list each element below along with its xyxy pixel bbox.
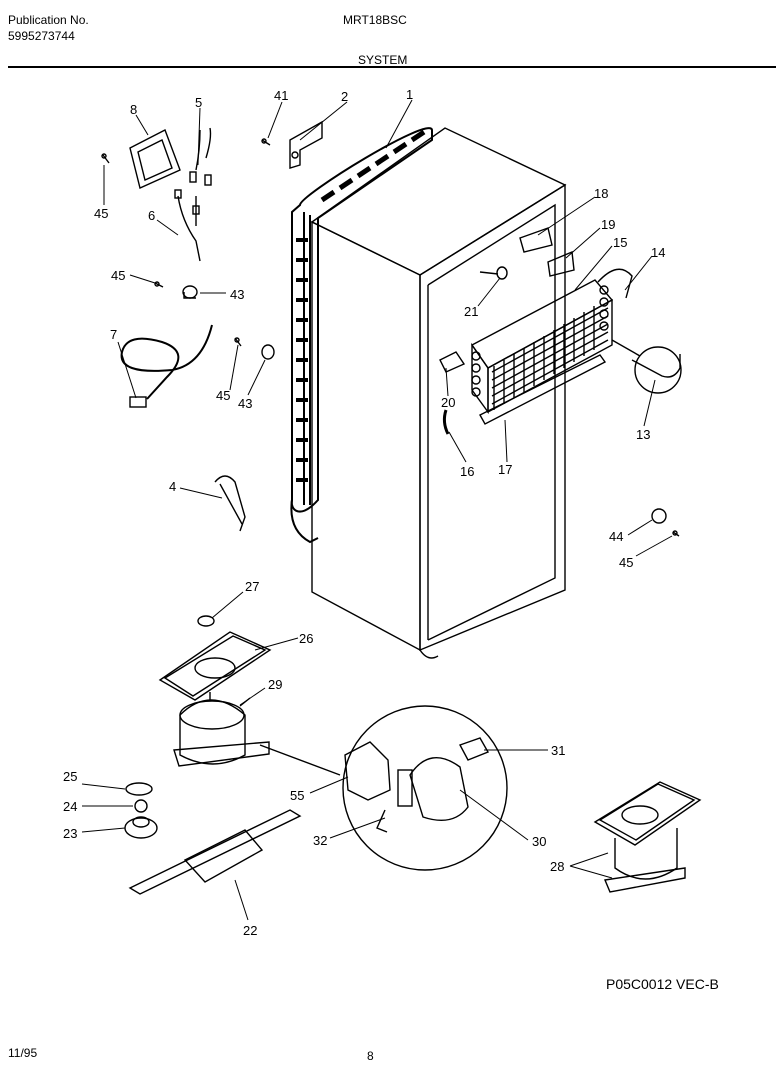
callout-27: 27 [245,579,260,594]
part-8-heater-panel [129,129,181,189]
part-20-thermostat [439,351,466,373]
part-7-power-cord [120,324,213,408]
part-5-wiring [189,127,212,186]
drain-trough [479,354,607,425]
callout-55: 55 [290,788,305,803]
callout-16: 16 [460,464,475,479]
callout-19: 19 [601,217,616,232]
part-4-tube [214,475,246,532]
callout-20: 20 [441,395,456,410]
section-title: SYSTEM [358,53,408,67]
callout-31: 31 [551,743,566,758]
condenser-coil [290,127,433,544]
callout-17: 17 [498,462,513,477]
defrost-heater-detail [634,346,682,394]
callout-30: 30 [532,834,547,849]
callout-25: 25 [63,769,78,784]
part-22-base-rail [128,809,302,895]
part-18-thermostat [519,227,553,253]
callout-45-d: 45 [619,555,634,570]
part-28-compressor-assembly [593,781,702,893]
callout-32: 32 [313,833,328,848]
part-27-grommet [197,615,215,627]
evaporator-coil [470,268,633,415]
publication-number: 5995273744 [8,29,75,43]
part-43-clip-b [261,344,275,360]
callout-18: 18 [594,186,609,201]
callout-45-a: 45 [94,206,109,221]
part-32-clip [376,809,388,833]
part-55-relay [344,741,391,801]
callout-26: 26 [299,631,314,646]
model-number: MRT18BSC [343,13,407,27]
screws [101,138,680,537]
cabinet [310,127,567,659]
part-2-bracket [289,120,323,169]
callout-4: 4 [169,479,177,494]
callout-29: 29 [268,677,283,692]
electrical-detail-circle [342,705,508,871]
part-26-drain-pan [158,631,272,701]
callout-8: 8 [130,102,138,117]
part-30-overload [397,757,469,821]
callout-43-a: 43 [230,287,245,302]
part-24-washer [134,799,148,813]
callout-24: 24 [63,799,78,814]
callout-23: 23 [63,826,78,841]
part-43-clip-a [182,285,198,299]
part-31-terminal-cover [458,737,490,761]
callout-13: 13 [636,427,651,442]
callout-41: 41 [274,88,289,103]
part-23-grommet [124,816,158,839]
part-25-grommet [125,782,153,796]
callout-21: 21 [464,304,479,319]
part-29-compressor [173,692,270,767]
part-19-bracket [547,250,575,277]
compressor-leader [259,744,341,776]
publication-label: Publication No. [8,13,89,27]
callout-5: 5 [195,95,203,110]
callout-2: 2 [341,89,349,104]
callout-44: 44 [609,529,624,544]
page-number: 8 [367,1049,374,1063]
callout-28: 28 [550,859,565,874]
part-44-clip [651,508,667,524]
drawing-code: P05C0012 VEC-B [606,976,719,992]
part-16-heater [442,409,450,435]
callout-45-c: 45 [216,388,231,403]
callout-1: 1 [406,87,414,102]
revision-date: 11/95 [8,1046,38,1060]
callout-45-b: 45 [111,268,126,283]
part-21-sensor [479,266,508,280]
callout-6: 6 [148,208,156,223]
callout-22: 22 [243,923,258,938]
callout-43-b: 43 [238,396,253,411]
callout-14: 14 [651,245,666,260]
part-6-harness [174,189,201,262]
leader-lines [81,99,673,921]
callout-15: 15 [613,235,628,250]
callout-7: 7 [110,327,118,342]
